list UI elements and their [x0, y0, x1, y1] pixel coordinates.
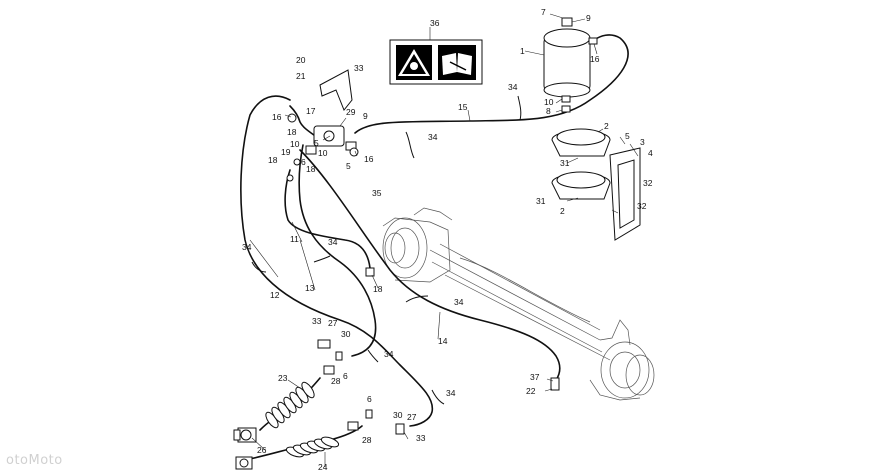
callout-18: 18 [287, 127, 297, 137]
callout-26: 26 [257, 445, 267, 455]
valve-bracket-21 [319, 69, 353, 111]
callout-2: 2 [560, 206, 565, 216]
callout-10: 10 [318, 148, 328, 158]
relay-valve-17 [305, 125, 359, 157]
pipe-11 [284, 169, 371, 269]
axle-ghost [382, 207, 655, 401]
callout-15: 15 [458, 102, 468, 112]
callout-6: 6 [343, 371, 348, 381]
callout-9: 9 [363, 111, 368, 121]
callout-33: 33 [416, 433, 426, 443]
callout-34: 34 [508, 82, 518, 92]
callout-34: 34 [454, 297, 464, 307]
pipe-12 [240, 95, 434, 427]
callout-7: 7 [541, 7, 546, 17]
watermark-logo: otoMoto [6, 453, 63, 468]
callout-9: 9 [586, 13, 591, 23]
callout-numbers: 1 7 9 16 10 8 36 15 34 34 20 21 33 29 9 … [242, 7, 653, 472]
leader-lines [249, 13, 639, 467]
callout-5: 5 [625, 131, 630, 141]
callout-10: 10 [544, 97, 554, 107]
callout-32: 32 [643, 178, 653, 188]
callout-16: 16 [590, 54, 600, 64]
callout-31: 31 [536, 196, 546, 206]
callout-22: 22 [526, 386, 536, 396]
gladhand-coupling-bottom [235, 456, 253, 470]
callout-36: 36 [430, 18, 440, 28]
callout-34: 34 [242, 242, 252, 252]
callout-28: 28 [331, 376, 341, 386]
callout-12: 12 [270, 290, 280, 300]
pipe-15 [354, 34, 629, 134]
callout-34: 34 [428, 132, 438, 142]
callout-37: 37 [530, 372, 540, 382]
callout-27: 27 [407, 412, 417, 422]
pipe-14 [299, 149, 561, 381]
tighten-arrows [251, 95, 522, 405]
callout-21: 21 [296, 71, 306, 81]
explosion-warning-icon [396, 45, 432, 80]
callout-6: 6 [301, 157, 306, 167]
callout-2: 2 [604, 121, 609, 131]
callout-30: 30 [341, 329, 351, 339]
air-tank-1 [543, 17, 598, 113]
coil-hose-24-spiral [285, 436, 340, 458]
gladhand-coupling-26 [233, 427, 257, 443]
callout-33: 33 [354, 63, 364, 73]
callout-34: 34 [446, 388, 456, 398]
callout-29: 29 [346, 107, 356, 117]
callout-23: 23 [278, 373, 288, 383]
callout-27: 27 [328, 318, 338, 328]
callout-33: 33 [312, 316, 322, 326]
pipe-valve-link [289, 105, 319, 139]
tank-straps-bracket [551, 128, 641, 241]
callout-13: 13 [305, 283, 315, 293]
callout-18: 18 [306, 164, 316, 174]
callout-16: 16 [364, 154, 374, 164]
coil-hose-23-spiral [265, 381, 315, 429]
callout-34: 34 [384, 349, 394, 359]
callout-17: 17 [306, 106, 316, 116]
callout-19: 19 [281, 147, 291, 157]
callout-32: 32 [637, 201, 647, 211]
callout-10: 10 [290, 139, 300, 149]
callout-5: 5 [314, 138, 319, 148]
fittings [286, 113, 560, 435]
callout-30: 30 [393, 410, 403, 420]
callout-4: 4 [648, 148, 653, 158]
callout-16: 16 [272, 112, 282, 122]
callout-8: 8 [546, 106, 551, 116]
callout-14: 14 [438, 336, 448, 346]
callout-5: 5 [346, 161, 351, 171]
callout-11: 11 [290, 234, 299, 244]
warning-label-36 [389, 39, 483, 85]
callout-24: 24 [318, 462, 328, 472]
callout-20: 20 [296, 55, 306, 65]
pipe-13 [298, 144, 377, 357]
callout-35: 35 [372, 188, 382, 198]
callout-1: 1 [520, 46, 525, 56]
callout-6: 6 [367, 394, 372, 404]
callout-34: 34 [328, 237, 338, 247]
callout-3: 3 [640, 137, 645, 147]
callout-31: 31 [560, 158, 570, 168]
callout-18: 18 [373, 284, 383, 294]
manual-book-icon [438, 45, 476, 80]
callout-18: 18 [268, 155, 278, 165]
callout-28: 28 [362, 435, 372, 445]
